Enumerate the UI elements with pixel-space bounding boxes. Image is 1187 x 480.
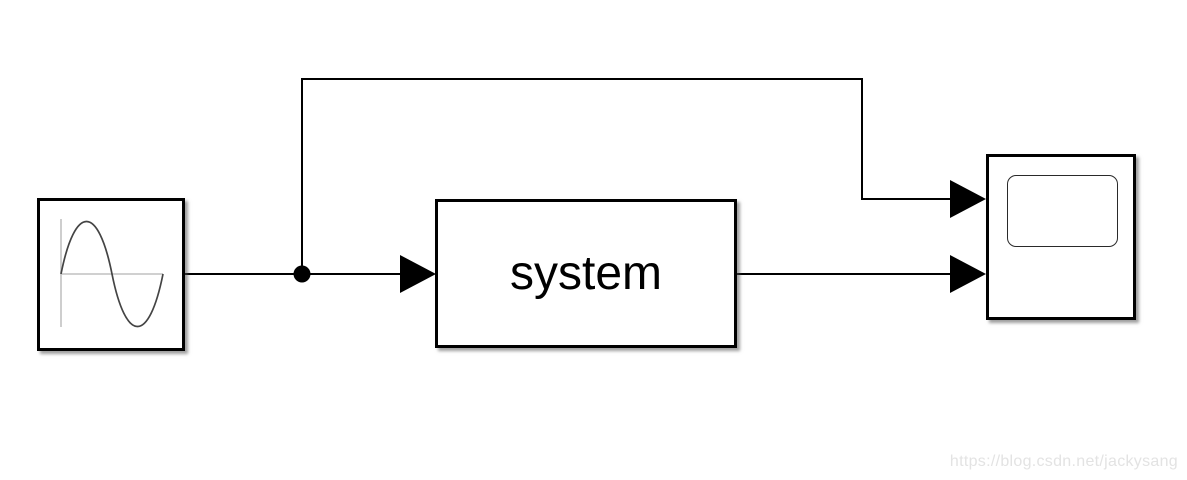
wire-segment xyxy=(301,78,951,274)
system-block[interactable]: system xyxy=(435,199,737,348)
sine-wave-icon xyxy=(60,219,164,328)
sine-curve xyxy=(60,220,164,328)
branch-dot xyxy=(293,265,311,283)
system-block-label: system xyxy=(509,246,662,300)
arrowhead-icon xyxy=(400,255,436,293)
arrowhead-icon xyxy=(950,255,986,293)
watermark: https://blog.csdn.net/jackysang xyxy=(949,453,1178,470)
wire-branch-to-scope[interactable] xyxy=(293,78,987,283)
scope-block[interactable] xyxy=(986,154,1136,320)
arrowhead-icon xyxy=(950,180,986,218)
wire-source-to-system[interactable] xyxy=(185,255,436,293)
scope-screen-icon xyxy=(1007,175,1118,247)
wire-system-to-scope[interactable] xyxy=(737,255,986,293)
sine-wave-source-block[interactable] xyxy=(37,198,185,351)
